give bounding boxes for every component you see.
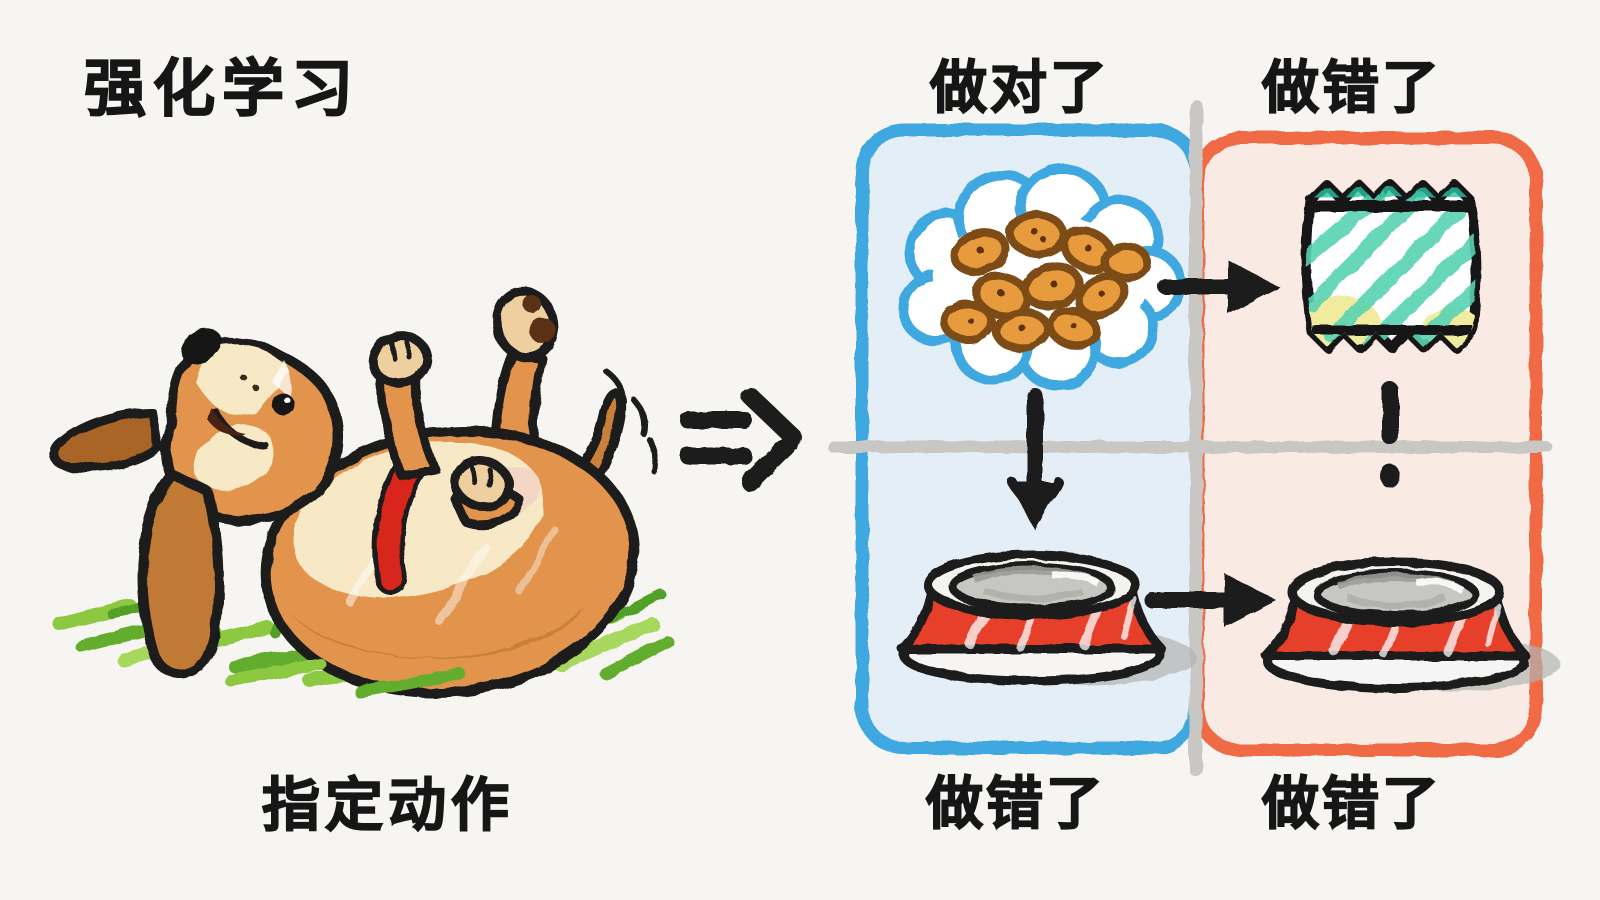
down-arrow-solid — [1007, 388, 1063, 530]
treats-thought-bubble — [898, 164, 1186, 391]
outcome-matrix — [828, 99, 1550, 777]
page-title: 强化学习 — [83, 54, 361, 125]
dog-illustration — [49, 286, 674, 698]
implies-arrow-icon — [679, 387, 803, 491]
dog-nose — [180, 329, 222, 363]
right-arrow-bottom — [1144, 573, 1276, 627]
label-did-wrong-bottom-right: 做错了 — [1261, 771, 1442, 837]
dog-head — [49, 329, 343, 680]
label-did-wrong-bottom-left: 做错了 — [925, 771, 1106, 837]
treat-bag — [1301, 179, 1481, 353]
label-did-right: 做对了 — [929, 55, 1110, 121]
caption-specified-action: 指定动作 — [261, 772, 515, 839]
grass-front — [224, 658, 466, 698]
dog-eye — [272, 393, 294, 415]
right-arrow-top — [1158, 260, 1280, 314]
down-line-dashed — [1380, 381, 1400, 488]
label-did-wrong-top: 做错了 — [1261, 55, 1442, 121]
dog-front-legs — [368, 332, 525, 530]
